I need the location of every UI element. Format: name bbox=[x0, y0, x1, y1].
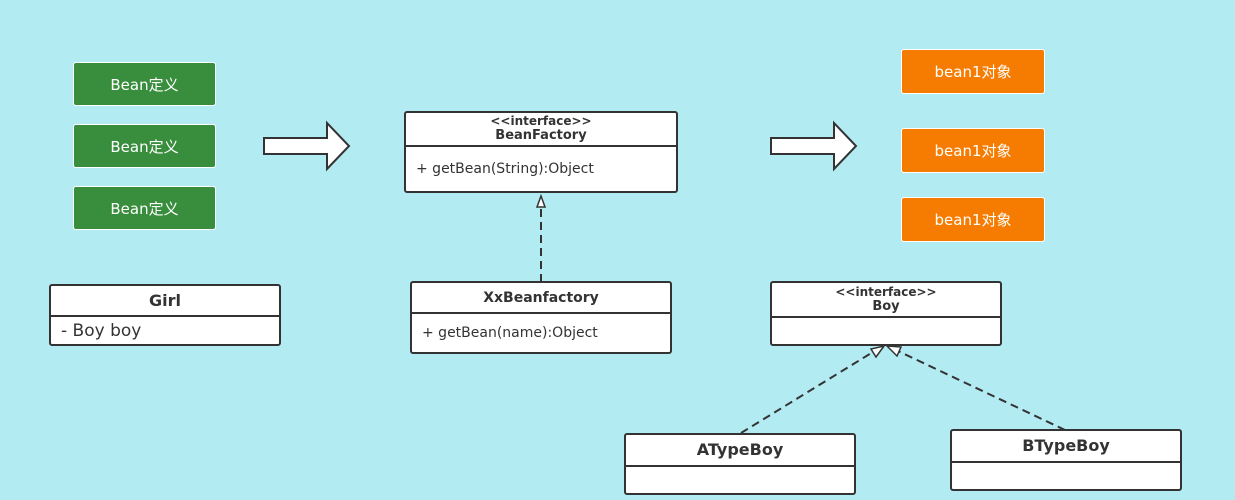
btypeboy-name: BTypeBoy bbox=[1022, 436, 1110, 455]
bean-definition-box: Bean定义 bbox=[73, 186, 216, 230]
atypeboy-class: ATypeBoy bbox=[624, 433, 856, 495]
bean-object-box: bean1对象 bbox=[901, 197, 1045, 242]
xxbeanfactory-name: XxBeanfactory bbox=[483, 289, 599, 306]
boy-stereotype: <<interface>> bbox=[835, 284, 937, 299]
xxbeanfactory-header: XxBeanfactory bbox=[412, 283, 670, 314]
boy-header: <<interface>> Boy bbox=[772, 283, 1000, 318]
beanfactory-interface: <<interface>> BeanFactory + getBean(Stri… bbox=[404, 111, 678, 193]
realization-line-btypeboy bbox=[897, 350, 1066, 431]
beanfactory-method: + getBean(String):Object bbox=[416, 161, 594, 177]
xxbeanfactory-class: XxBeanfactory + getBean(name):Object bbox=[410, 281, 672, 354]
boy-body bbox=[772, 318, 1000, 344]
girl-class: Girl - Boy boy bbox=[49, 284, 281, 346]
atypeboy-body bbox=[626, 467, 854, 493]
xxbeanfactory-method: + getBean(name):Object bbox=[422, 325, 598, 341]
realization-arrowhead-boy-a bbox=[869, 344, 886, 359]
realization-arrowhead-beanfactory bbox=[535, 193, 547, 208]
bean-definition-box: Bean定义 bbox=[73, 124, 216, 168]
realization-arrowhead-boy-b bbox=[885, 345, 903, 358]
bean-definition-box: Bean定义 bbox=[73, 62, 216, 106]
btypeboy-header: BTypeBoy bbox=[952, 431, 1180, 463]
atypeboy-name: ATypeBoy bbox=[696, 440, 784, 459]
girl-field: - Boy boy bbox=[61, 320, 142, 341]
beanfactory-name: BeanFactory bbox=[495, 128, 587, 143]
beanfactory-stereotype: <<interface>> bbox=[490, 114, 592, 128]
btypeboy-body bbox=[952, 463, 1180, 489]
boy-interface: <<interface>> Boy bbox=[770, 281, 1002, 346]
girl-name: Girl bbox=[149, 290, 181, 310]
bean-object-box: bean1对象 bbox=[901, 49, 1045, 94]
btypeboy-class: BTypeBoy bbox=[950, 429, 1182, 491]
girl-header: Girl bbox=[51, 286, 279, 317]
beanfactory-header: <<interface>> BeanFactory bbox=[406, 113, 676, 147]
boy-name: Boy bbox=[872, 298, 900, 314]
flow-arrow-left bbox=[263, 120, 351, 172]
bean-object-box: bean1对象 bbox=[901, 128, 1045, 173]
atypeboy-header: ATypeBoy bbox=[626, 435, 854, 467]
realization-line-atypeboy bbox=[740, 351, 874, 434]
flow-arrow-right bbox=[770, 120, 858, 172]
